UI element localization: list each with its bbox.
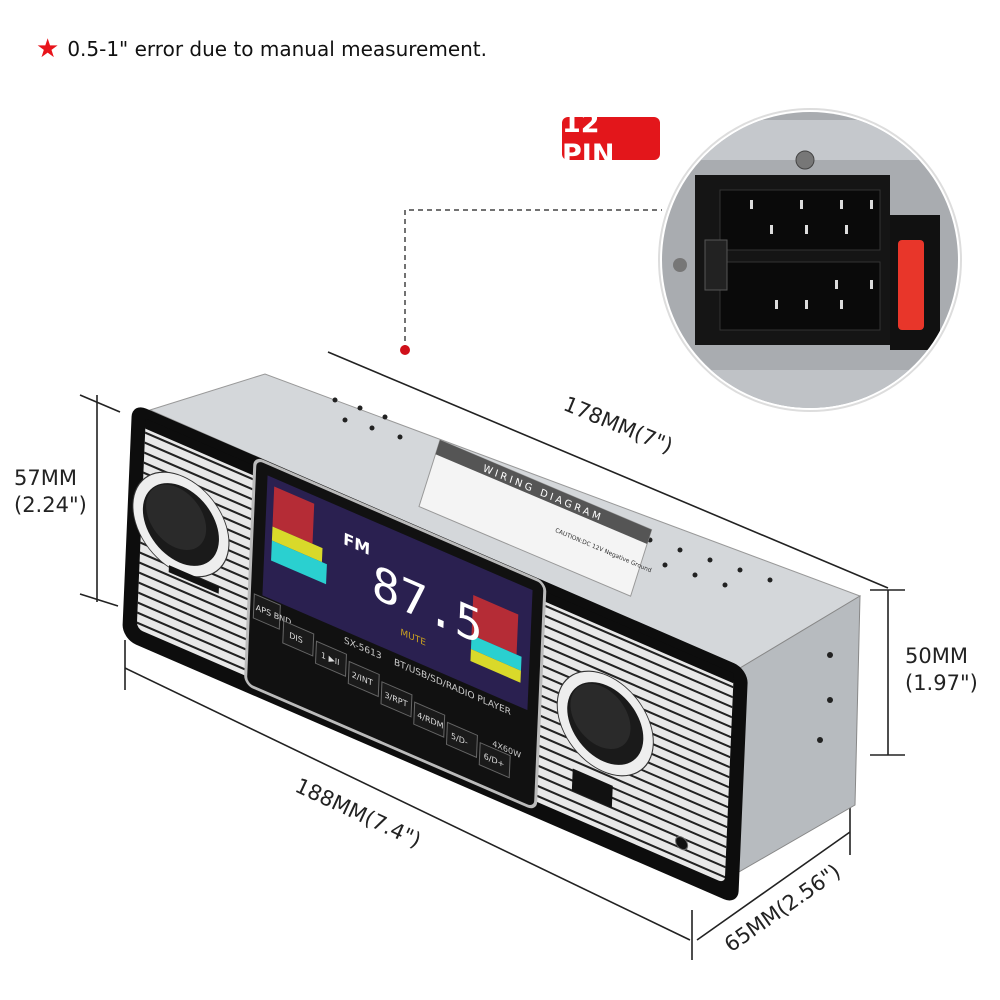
front-panel: FM 87.5 MUTE SX-5613 BT/USB/SD/RADIO PLA… [122, 407, 748, 901]
dimension-body-height-mm: 50MM [905, 644, 968, 668]
connector-inset [658, 108, 962, 412]
button-4[interactable] [413, 701, 446, 738]
usb-port [571, 768, 613, 808]
button-dis[interactable] [282, 620, 315, 657]
spectrum-right [470, 595, 522, 683]
volume-knob[interactable] [131, 456, 231, 594]
star-icon: ★ [36, 34, 60, 64]
button-6[interactable] [478, 741, 511, 779]
button-aps-bnd[interactable] [252, 593, 281, 630]
note-text: 0.5-1" error due to manual measurement. [67, 37, 488, 61]
dimension-body-height: 50MM (1.97") [905, 643, 978, 698]
dimension-body-height-in: (1.97") [905, 671, 978, 696]
preset-buttons: APS BND DIS 1 ▶II 2/INT 3/RPT 4/RDM 5/D-… [252, 593, 511, 779]
button-2[interactable] [347, 660, 380, 698]
callout-line [404, 209, 662, 350]
button-1[interactable] [314, 640, 347, 677]
button-3[interactable] [380, 681, 413, 718]
dimension-lines [79, 351, 905, 960]
dimension-front-height-in: (2.24") [14, 493, 87, 518]
sd-card-slot [168, 565, 219, 594]
dimension-front-height: 57MM (2.24") [14, 465, 87, 520]
dimension-front-height-mm: 57MM [14, 466, 77, 490]
measurement-note: ★ 0.5-1" error due to manual measurement… [36, 36, 487, 62]
spectrum-left [271, 486, 327, 585]
wiring-label: WIRING DIAGRAM CAUTION:DC 12V Negative G… [418, 439, 652, 597]
callout-dot [400, 345, 410, 355]
tuning-knob[interactable] [555, 655, 655, 793]
fuse-icon [898, 240, 924, 330]
aux-jack [675, 836, 689, 851]
radio-chassis: WIRING DIAGRAM CAUTION:DC 12V Negative G… [148, 373, 862, 881]
button-5[interactable] [445, 721, 478, 759]
lcd-screen [262, 475, 533, 711]
